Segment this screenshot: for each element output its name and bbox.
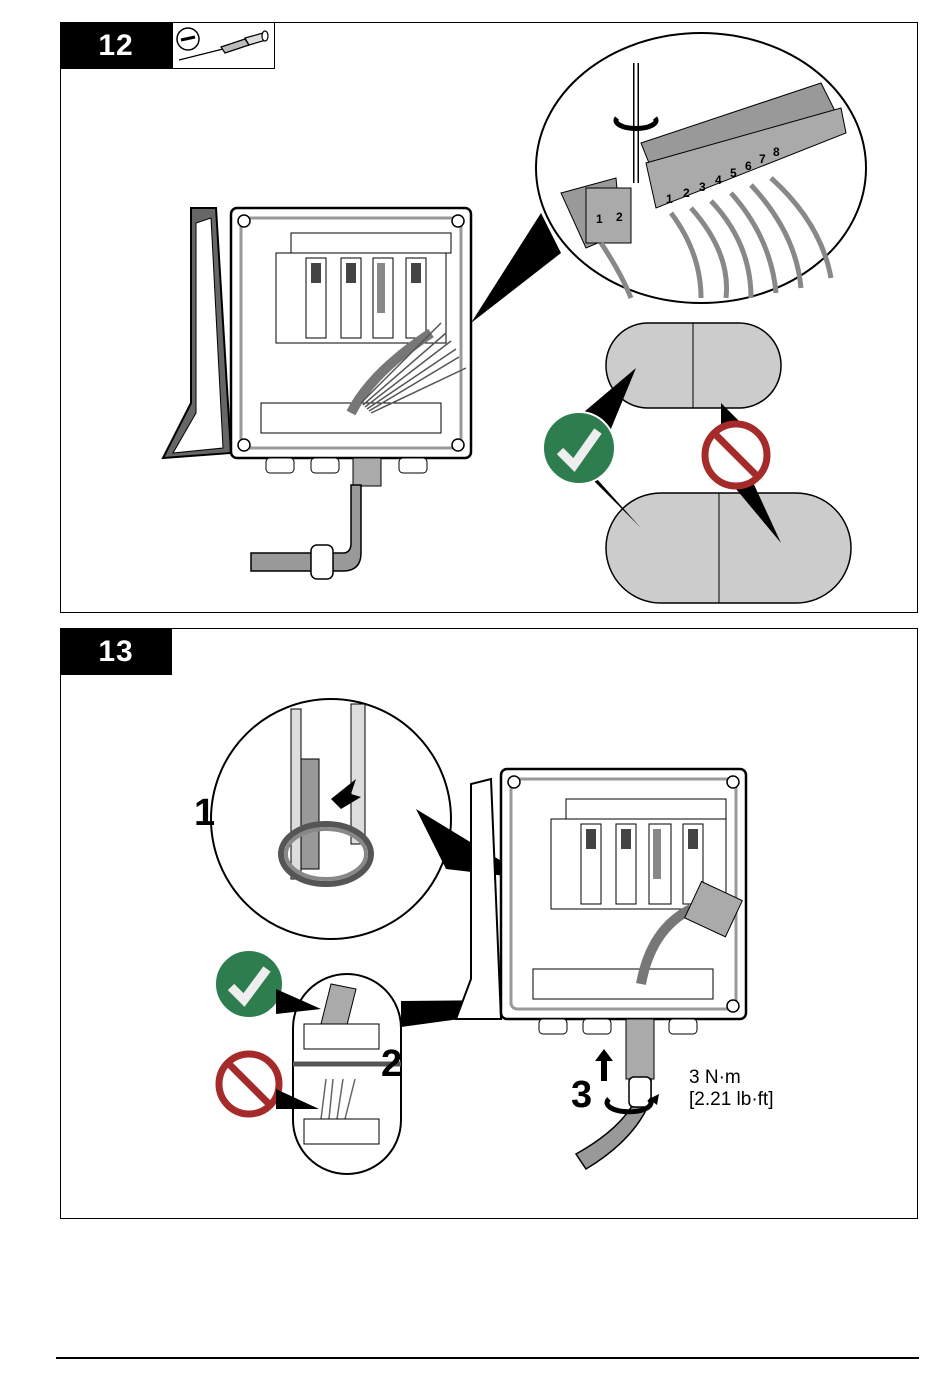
torque-metric: 3 N·m <box>689 1067 774 1089</box>
terminal-block-detail: 1 2 1 2 3 4 5 6 7 8 <box>536 33 866 303</box>
terminal-label-8: 8 <box>773 145 780 159</box>
torque-imperial: [2.21 lb·ft] <box>689 1089 774 1111</box>
check-icon <box>215 950 321 1018</box>
callout-label-3: 3 <box>571 1074 592 1117</box>
torque-specification: 3 N·m [2.21 lb·ft] <box>689 1067 774 1111</box>
terminal-label-1: 1 <box>666 192 673 206</box>
terminal-label-4: 4 <box>715 173 722 187</box>
wire-insertion-detail <box>543 323 851 603</box>
check-icon <box>543 412 615 484</box>
step-12-illustration: 1 2 1 2 3 4 5 6 7 8 <box>61 23 919 614</box>
terminal-label-2: 2 <box>616 210 623 224</box>
terminal-label-2: 2 <box>683 186 690 200</box>
terminal-label-3: 3 <box>699 180 706 194</box>
footer-divider <box>56 1357 919 1359</box>
terminal-label-1: 1 <box>596 212 603 226</box>
step-13-illustration <box>61 629 919 1220</box>
prohibited-icon <box>705 424 767 486</box>
terminal-label-7: 7 <box>759 152 766 166</box>
callout-label-2: 2 <box>381 1043 402 1086</box>
step-13-panel: 13 <box>60 628 918 1219</box>
callout-label-1: 1 <box>194 792 215 835</box>
terminal-label-6: 6 <box>745 159 752 173</box>
enclosure-open <box>163 208 561 579</box>
step-12-panel: 12 <box>60 22 918 613</box>
terminal-label-5: 5 <box>730 166 737 180</box>
